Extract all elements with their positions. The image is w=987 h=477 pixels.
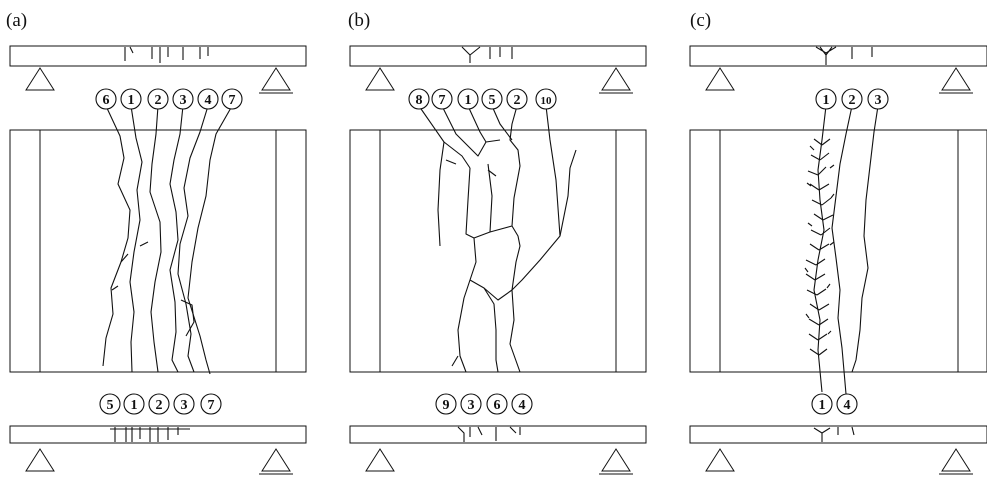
svg-text:1: 1 xyxy=(819,398,826,413)
svg-text:2: 2 xyxy=(849,93,856,108)
svg-text:2: 2 xyxy=(514,93,521,108)
wall-specimen xyxy=(349,129,647,373)
svg-text:4: 4 xyxy=(205,93,212,108)
svg-text:3: 3 xyxy=(875,93,882,108)
svg-text:9: 9 xyxy=(443,398,450,413)
top-crack-labels: 6 1 2 3 4 7 xyxy=(95,88,243,110)
svg-text:2: 2 xyxy=(155,93,162,108)
crack-lines xyxy=(102,105,233,375)
svg-text:1: 1 xyxy=(465,93,472,108)
bottom-crack-labels: 1 4 xyxy=(811,393,858,415)
svg-text:8: 8 xyxy=(416,93,423,108)
support-right xyxy=(601,448,631,472)
support-left xyxy=(705,67,735,91)
svg-text:6: 6 xyxy=(103,93,110,108)
svg-text:4: 4 xyxy=(844,398,851,413)
wall-specimen xyxy=(9,129,307,373)
beam-cracks xyxy=(457,426,521,442)
top-loading-beam xyxy=(349,45,647,67)
support-left xyxy=(25,67,55,91)
beam-cracks xyxy=(110,427,190,442)
panel-a: (a) 6 1 2 3 4 7 xyxy=(6,10,307,475)
top-loading-beam xyxy=(9,45,307,67)
bottom-crack-labels: 5 1 2 3 7 xyxy=(99,393,222,415)
top-loading-beam xyxy=(689,45,987,67)
bottom-loading-beam xyxy=(689,425,987,444)
panel-c: (c) 1 2 3 1 4 xyxy=(689,10,987,475)
panel-b: (b) 8 7 1 5 2 xyxy=(348,10,647,475)
svg-text:1: 1 xyxy=(128,93,135,108)
bottom-loading-beam xyxy=(9,425,307,444)
beam-cracks xyxy=(815,46,873,65)
top-crack-labels: 8 7 1 5 2 10 xyxy=(408,88,557,110)
svg-text:1: 1 xyxy=(131,398,138,413)
support-right xyxy=(261,448,291,472)
wall-specimen xyxy=(689,129,987,373)
support-left xyxy=(365,67,395,91)
crack-lines xyxy=(418,105,577,373)
beam-cracks xyxy=(124,46,209,63)
svg-text:3: 3 xyxy=(180,93,187,108)
panel-label-b: (b) xyxy=(348,10,370,31)
support-right xyxy=(941,67,971,91)
beam-cracks xyxy=(461,46,513,63)
crack-lines xyxy=(804,105,879,395)
svg-text:1: 1 xyxy=(823,93,830,108)
support-left xyxy=(705,448,735,472)
bottom-loading-beam xyxy=(349,425,647,444)
support-left xyxy=(25,448,55,472)
svg-text:7: 7 xyxy=(208,398,215,413)
support-right xyxy=(941,448,971,472)
svg-text:5: 5 xyxy=(489,93,496,108)
svg-text:7: 7 xyxy=(229,93,236,108)
bottom-crack-labels: 9 3 6 4 xyxy=(435,393,533,415)
svg-text:3: 3 xyxy=(181,398,188,413)
svg-text:2: 2 xyxy=(156,398,163,413)
beam-cracks xyxy=(813,426,855,442)
svg-text:6: 6 xyxy=(494,398,501,413)
panel-label-a: (a) xyxy=(6,10,27,31)
support-left xyxy=(365,448,395,472)
svg-text:10: 10 xyxy=(541,95,553,107)
top-crack-labels: 1 2 3 xyxy=(815,88,889,110)
svg-text:7: 7 xyxy=(439,93,446,108)
svg-text:3: 3 xyxy=(468,398,475,413)
support-right xyxy=(601,67,631,91)
svg-text:5: 5 xyxy=(107,398,114,413)
svg-text:4: 4 xyxy=(519,398,526,413)
support-right xyxy=(261,67,291,91)
panel-label-c: (c) xyxy=(690,10,711,31)
